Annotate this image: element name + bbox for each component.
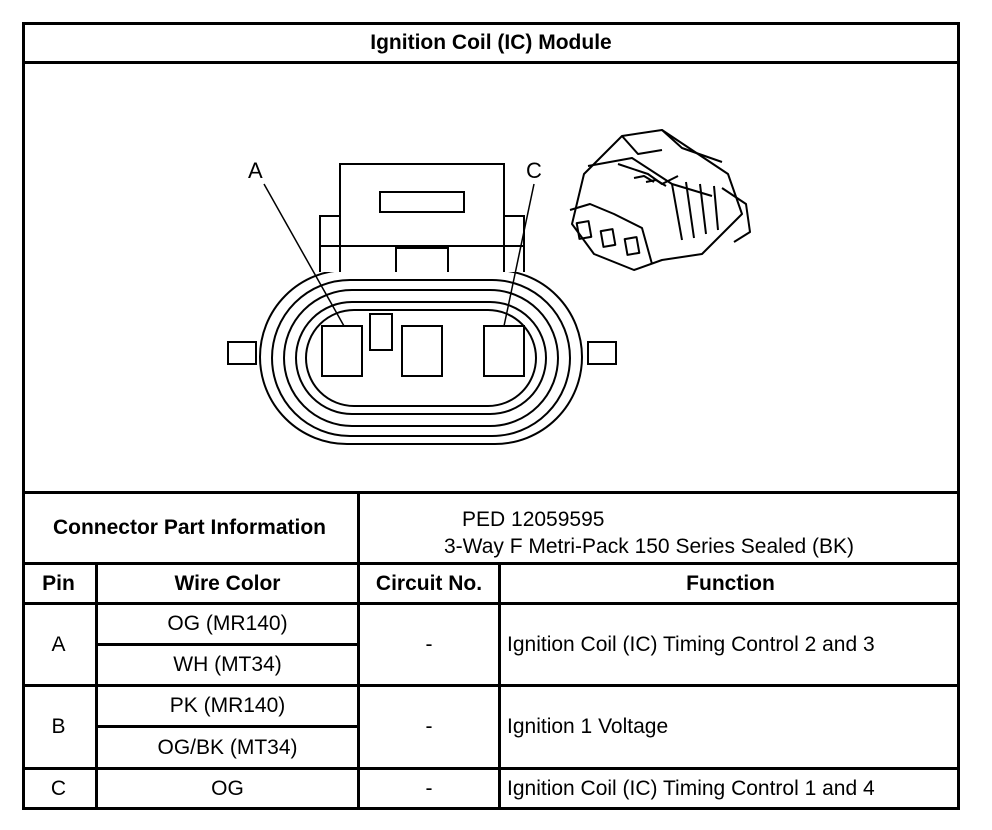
divider <box>22 767 960 770</box>
row-c-function: Ignition Coil (IC) Timing Control 1 and … <box>507 776 875 800</box>
label-c: C <box>526 158 542 183</box>
connector-info-value: PED 12059595 3-Way F Metri-Pack 150 Seri… <box>380 502 960 562</box>
divider <box>357 491 360 565</box>
shell-ring-2 <box>271 279 571 437</box>
row-a-pin: A <box>51 632 66 656</box>
leader-c <box>503 183 535 327</box>
row-a-circuit: - <box>425 632 433 656</box>
row-a-wire-1: OG (MR140) <box>167 612 288 635</box>
pin-cavity-b <box>401 325 443 377</box>
left-tab <box>227 341 257 365</box>
row-b-wire-1: PK (MR140) <box>169 694 286 717</box>
divider <box>22 562 960 565</box>
connector-description: 3-Way F Metri-Pack 150 Series Sealed (BK… <box>444 535 855 558</box>
row-c-wire-1: OG <box>211 776 244 800</box>
shell-ring-3 <box>283 289 559 427</box>
divider <box>22 491 960 494</box>
outer-border <box>22 22 960 810</box>
latch-window <box>379 191 465 213</box>
polarization-key <box>369 313 393 351</box>
label-a: A <box>248 158 263 183</box>
connector-part-number: PED 12059595 <box>462 508 605 531</box>
latch-step <box>395 247 449 272</box>
row-a-wire-2: WH (MT34) <box>173 653 282 676</box>
divider <box>98 725 357 728</box>
connector-3d-view <box>569 129 751 271</box>
header-pin: Pin <box>42 571 75 595</box>
divider <box>22 602 960 605</box>
connector-info-label: Connector Part Information <box>52 516 326 539</box>
row-a-function: Ignition Coil (IC) Timing Control 2 and … <box>507 632 875 656</box>
row-b-pin: B <box>51 715 66 738</box>
row-c-circuit: - <box>425 776 433 800</box>
row-b-circuit: - <box>425 715 433 738</box>
divider <box>98 643 357 646</box>
header-circuit: Circuit No. <box>375 571 483 595</box>
connector-diagram: A C <box>227 129 751 445</box>
divider <box>22 61 960 64</box>
header-function: Function <box>686 571 775 595</box>
divider <box>22 684 960 687</box>
cavity-face <box>305 309 537 407</box>
connector-sheet: Ignition Coil (IC) Module <box>22 22 960 810</box>
right-tab <box>587 341 617 365</box>
shell-ring-4 <box>295 301 547 415</box>
leader-a <box>263 183 345 327</box>
row-c-pin: C <box>50 776 67 800</box>
pin-cavity-a <box>321 325 363 377</box>
row-b-function: Ignition 1 Voltage <box>507 715 669 738</box>
page-title: Ignition Coil (IC) Module <box>370 31 612 54</box>
row-b-wire-2: OG/BK (MT34) <box>157 735 298 759</box>
header-wire-color: Wire Color <box>174 571 281 595</box>
